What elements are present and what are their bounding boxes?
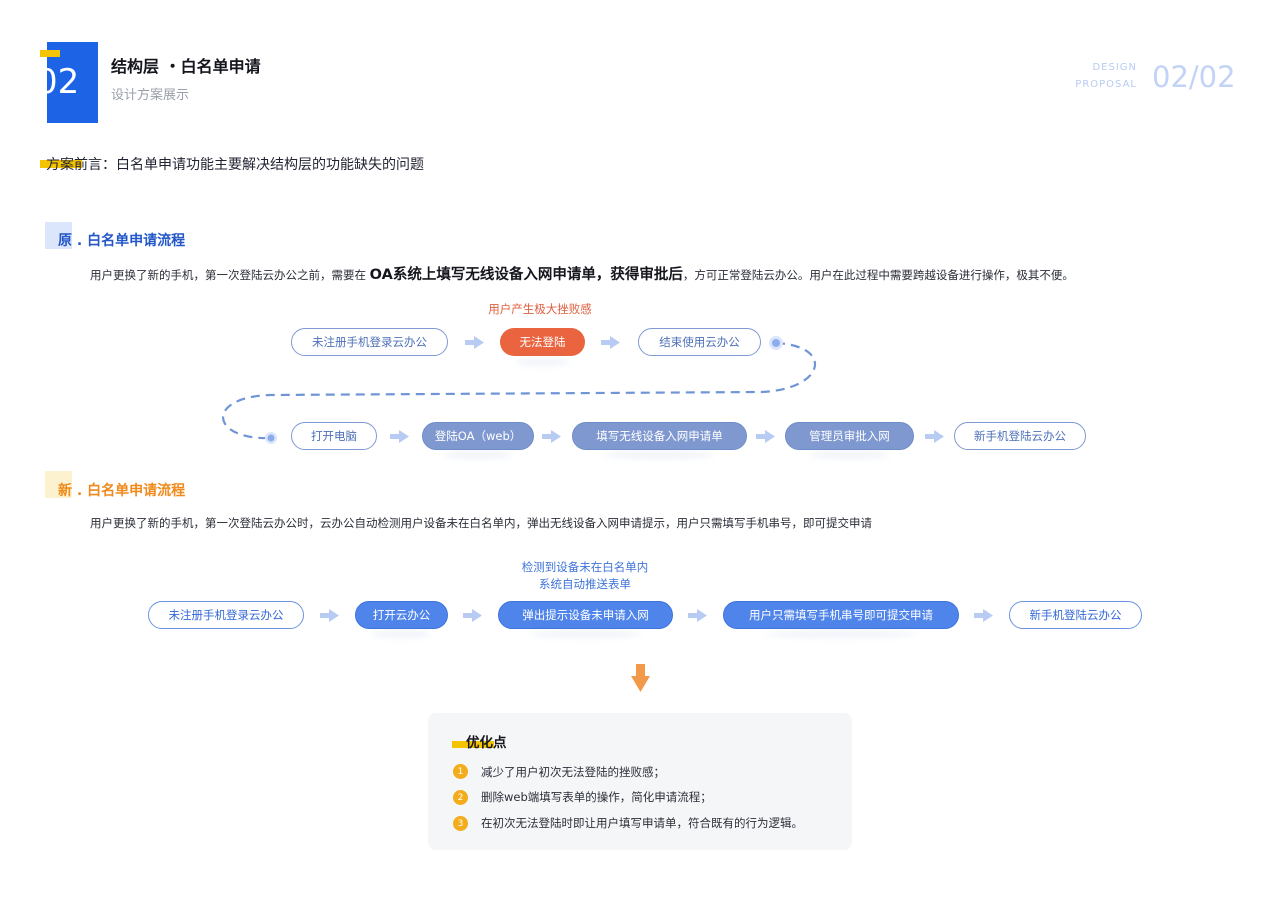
auto-push-note: 检测到设备未在白名单内 系统自动推送表单 (500, 559, 670, 593)
new-flow-label-box (45, 471, 72, 498)
old-node-login-oa-web: 登陆OA（web） (422, 422, 534, 450)
old-flow-label: 原 . 白名单申请流程 (58, 230, 185, 250)
arrow-right-icon (542, 430, 561, 443)
old-node-unregistered-login: 未注册手机登录云办公 (291, 328, 448, 356)
arrow-down-icon (631, 664, 650, 692)
old-flow-label-box (45, 222, 72, 249)
optimization-highlight (452, 741, 494, 748)
old-flow-desc-bold: OA系统上填写无线设备入网申请单，获得审批后 (369, 267, 683, 283)
section-number-accent (40, 50, 60, 57)
old-flow-description: 用户更换了新的手机，第一次登陆云办公之前，需要在 OA系统上填写无线设备入网申请… (90, 263, 1074, 284)
new-node-new-phone-login: 新手机登陆云办公 (1009, 601, 1142, 629)
list-badge-2: 2 (453, 790, 468, 805)
arrow-right-icon (688, 609, 707, 622)
old-flow-title: . 白名单申请流程 (76, 233, 186, 249)
new-node-fill-imei: 用户只需填写手机串号即可提交申请 (723, 601, 959, 629)
old-flow-prefix: 原 (58, 233, 72, 249)
old-node-cannot-login: 无法登陆 (500, 328, 585, 356)
arrow-right-icon (465, 336, 484, 349)
design-label: DESIGN (1092, 62, 1137, 73)
old-node-admin-approve: 管理员审批入网 (785, 422, 914, 450)
optimization-title: 优化点 (466, 735, 507, 751)
preface-highlight (40, 160, 82, 168)
old-node-stop-using: 结束使用云办公 (638, 328, 761, 356)
old-node-new-phone-login: 新手机登陆云办公 (954, 422, 1086, 450)
preface: 方案前言：白名单申请功能主要解决结构层的功能缺失的问题 (46, 154, 424, 174)
list-badge-3: 3 (453, 816, 468, 831)
new-node-open-app: 打开云办公 (355, 601, 448, 629)
auto-push-note-line1: 检测到设备未在白名单内 (521, 560, 649, 574)
arrow-right-icon (974, 609, 993, 622)
old-flow-desc-post: ，方可正常登陆云办公。用户在此过程中需要跨越设备进行操作，极其不便。 (682, 268, 1074, 282)
new-flow-label: 新 . 白名单申请流程 (58, 480, 185, 500)
section-number: 02 (36, 62, 80, 102)
old-flow-desc-pre: 用户更换了新的手机，第一次登陆云办公之前，需要在 (90, 268, 370, 282)
old-node-fill-form: 填写无线设备入网申请单 (572, 422, 747, 450)
new-flow-prefix: 新 (58, 483, 72, 499)
optimization-item-3: 在初次无法登陆时即让用户填写申请单，符合既有的行为逻辑。 (481, 816, 803, 830)
page-subtitle: 设计方案展示 (111, 88, 190, 103)
optimization-item-2: 删除web端填写表单的操作，简化申请流程； (481, 790, 712, 804)
page-title: 结构层 ・白名单申请 (111, 57, 261, 76)
page-indicator: 02/02 (1152, 60, 1236, 94)
preface-text: 白名单申请功能主要解决结构层的功能缺失的问题 (116, 157, 424, 173)
arrow-right-icon (463, 609, 482, 622)
old-node-open-computer: 打开电脑 (291, 422, 377, 450)
proposal-label: PROPOSAL (1075, 79, 1137, 90)
new-flow-title: . 白名单申请流程 (76, 483, 186, 499)
new-node-popup-prompt: 弹出提示设备未申请入网 (498, 601, 673, 629)
connector-dot-inner (772, 339, 780, 347)
arrow-right-icon (390, 430, 409, 443)
optimization-card (428, 713, 852, 850)
preface-label: 方案前言： (46, 157, 116, 173)
connector-dot-inner (267, 434, 275, 442)
arrow-right-icon (925, 430, 944, 443)
return-dashed-line (222, 341, 817, 440)
arrow-right-icon (601, 336, 620, 349)
frustration-note: 用户产生极大挫败感 (488, 302, 592, 316)
new-flow-description: 用户更换了新的手机，第一次登陆云办公时，云办公自动检测用户设备未在白名单内，弹出… (90, 516, 872, 530)
auto-push-note-line2: 系统自动推送表单 (539, 577, 631, 591)
list-badge-1: 1 (453, 764, 468, 779)
new-node-unregistered-login: 未注册手机登录云办公 (148, 601, 304, 629)
arrow-right-icon (320, 609, 339, 622)
arrow-right-icon (756, 430, 775, 443)
optimization-item-1: 减少了用户初次无法登陆的挫败感； (481, 765, 665, 779)
